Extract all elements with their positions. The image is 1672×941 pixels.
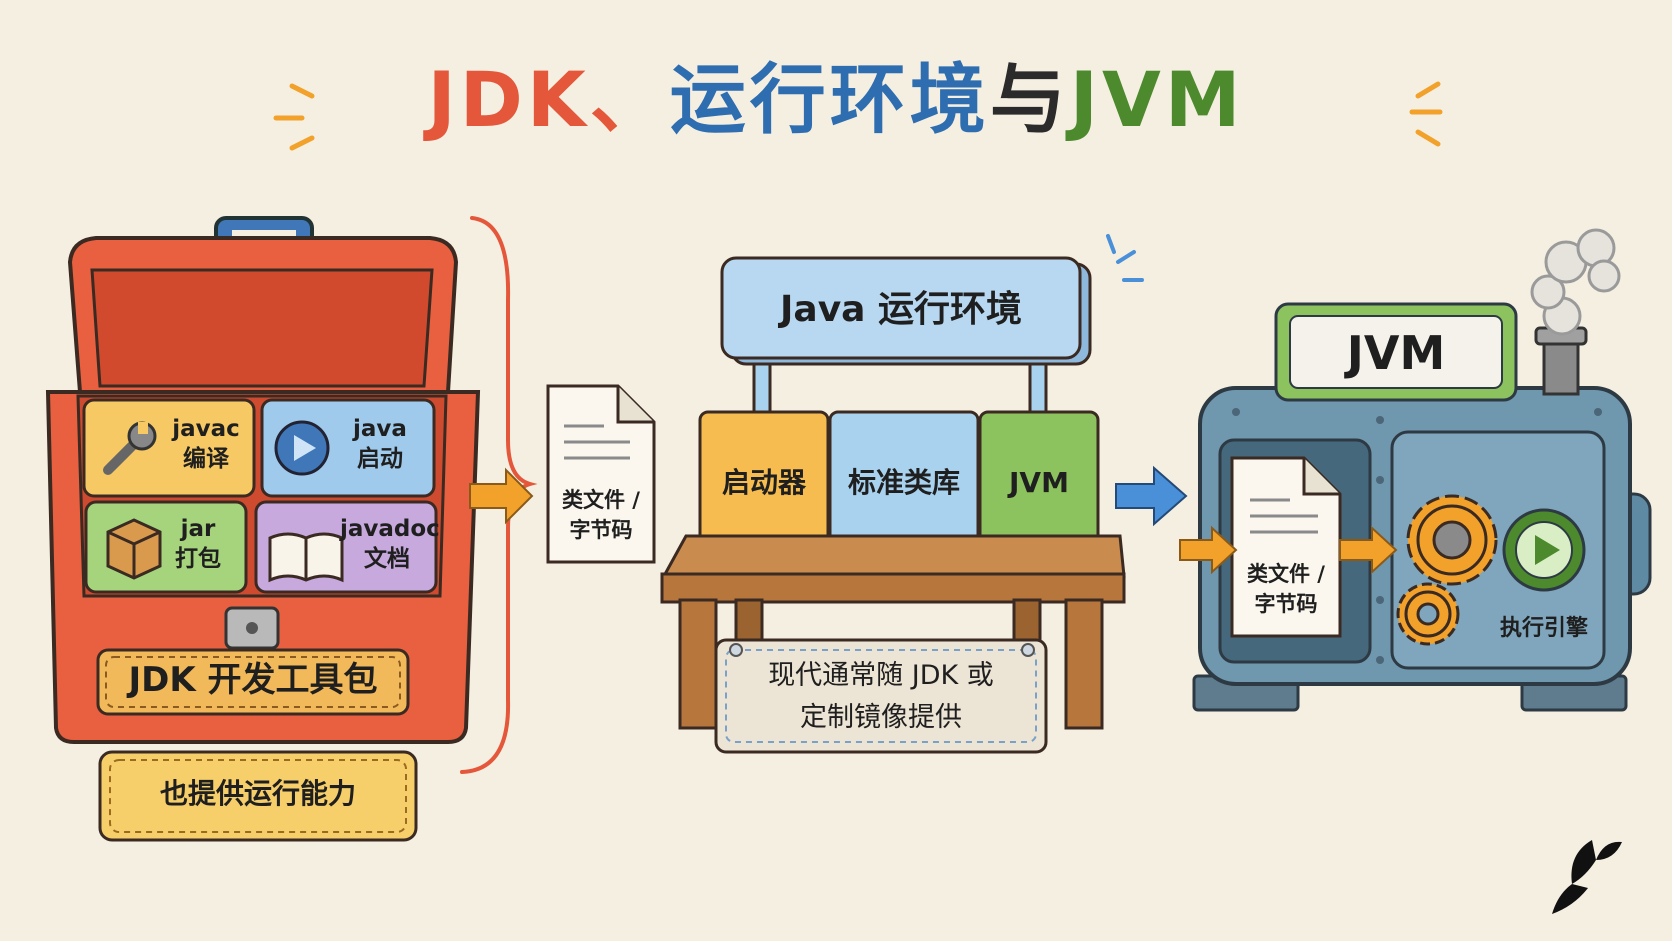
block-jvm: JVM: [1009, 466, 1069, 499]
gear-icon: [1406, 494, 1498, 586]
title-runtime: 运行环境: [669, 55, 990, 144]
class-file-line1: 类文件 /: [562, 488, 640, 512]
class-file-line2: 字节码: [569, 518, 633, 542]
jdk-toolbox: [45, 216, 481, 744]
page-title: JDK、运行环境与JVM: [0, 50, 1672, 150]
brace-icon: [460, 216, 538, 774]
tool-javac-name: javac: [172, 416, 240, 442]
book-icon: [268, 532, 344, 583]
butterfly-logo-icon: [1552, 840, 1622, 914]
title-sparkle-right-icon: [1409, 81, 1443, 147]
engine-play-icon: [1502, 508, 1586, 592]
runtime-sign-label: Java 运行环境: [780, 289, 1022, 330]
arrow-to-engine-icon: [1339, 525, 1398, 575]
title-sparkle-left-icon: [273, 83, 315, 151]
wrench-icon: [103, 421, 157, 475]
small-gear-icon: [1396, 582, 1460, 646]
tool-javac-desc: 编译: [183, 446, 229, 472]
steam-cloud-icon: [1530, 228, 1621, 336]
arrow-right-icon: [469, 467, 534, 525]
engine-label: 执行引擎: [1499, 616, 1588, 641]
jvm-class-file-line1: 类文件 /: [1247, 562, 1325, 586]
tool-javadoc-name: javadoc: [340, 516, 440, 542]
tool-java-name: java: [353, 416, 407, 442]
title-and: 与: [989, 55, 1070, 144]
runtime-note: 也提供运行能力: [159, 777, 356, 810]
runtime-note-box: [98, 750, 418, 842]
class-file-document-icon: [546, 384, 656, 564]
title-jdk: JDK、: [427, 55, 670, 144]
arrow-right-blue-icon: [1115, 465, 1188, 527]
tool-jar-name: jar: [180, 516, 216, 542]
sign-sparkle-icon: [1106, 234, 1144, 282]
block-launcher: 启动器: [721, 466, 806, 499]
jdk-label: JDK 开发工具包: [128, 660, 378, 700]
runtime-note-line2: 定制镜像提供: [800, 702, 962, 733]
tool-javadoc-desc: 文档: [364, 546, 410, 572]
box-icon: [106, 518, 162, 580]
jvm-class-file-document-icon: [1230, 456, 1342, 638]
block-stdlib: 标准类库: [847, 466, 960, 499]
runtime-note-line1: 现代通常随 JDK 或: [768, 660, 994, 691]
play-icon: [274, 420, 330, 476]
title-jvm: JVM: [1069, 55, 1245, 144]
jvm-sign-label: JVM: [1346, 326, 1446, 380]
tool-jar-desc: 打包: [175, 546, 221, 572]
arrow-into-jvm-icon: [1179, 525, 1238, 575]
tool-java-desc: 启动: [357, 446, 403, 472]
runtime-bench: [660, 256, 1126, 754]
jvm-class-file-line2: 字节码: [1254, 592, 1318, 616]
